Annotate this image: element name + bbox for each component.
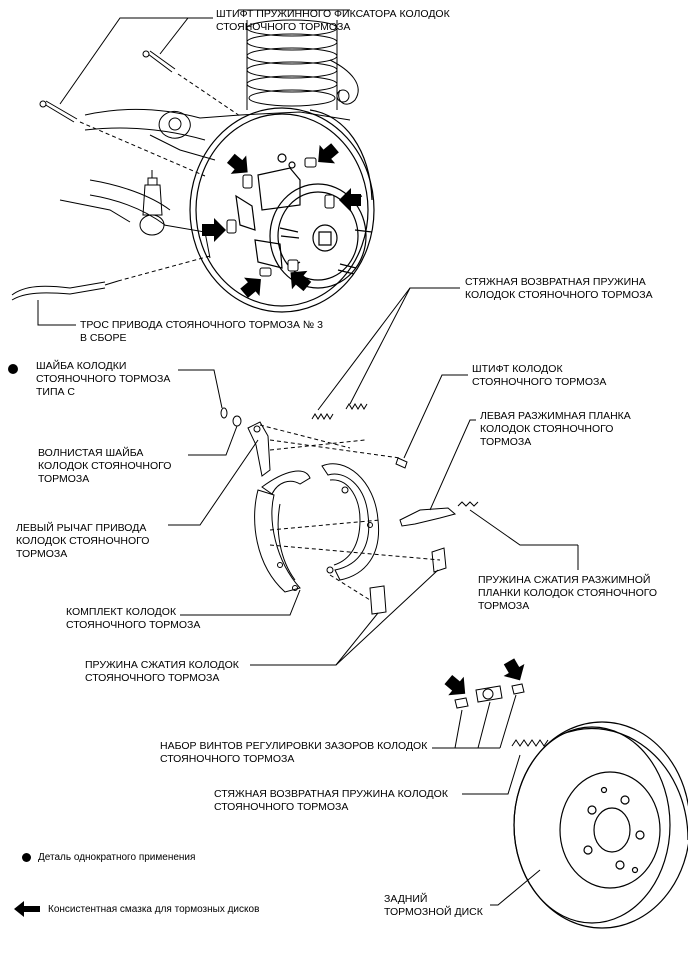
backing-plate <box>189 107 375 313</box>
legend-non-reusable: Деталь однократного применения <box>38 852 196 863</box>
leader-lines <box>37 17 579 906</box>
label-disc: ЗАДНИЙ ТОРМОЗНОЙ ДИСК <box>384 893 483 918</box>
label-wave-washer: ВОЛНИСТАЯ ШАЙБА КОЛОДОК СТОЯНОЧНОГО ТОРМ… <box>38 447 172 485</box>
legend-bullet-icon <box>22 853 31 862</box>
label-cable: ТРОС ПРИВОДА СТОЯНОЧНОГО ТОРМОЗА № 3 В С… <box>80 319 323 344</box>
retainer-pins <box>39 50 241 177</box>
label-shoe-set: КОМПЛЕКТ КОЛОДОК СТОЯНОЧНОГО ТОРМОЗА <box>66 606 201 631</box>
grease-arrows <box>202 143 361 298</box>
adjuster-grease-arrows <box>444 658 525 696</box>
label-adjuster: НАБОР ВИНТОВ РЕГУЛИРОВКИ ЗАЗОРОВ КОЛОДОК… <box>160 740 428 765</box>
brake-disc <box>513 721 688 929</box>
legend-grease: Консистентная смазка для тормозных диско… <box>48 904 260 915</box>
legend-grease-arrow-icon <box>14 901 40 917</box>
adjuster-parts <box>454 683 549 747</box>
label-strut-left: ЛЕВАЯ РАЗЖИМНАЯ ПЛАНКА КОЛОДОК СТОЯНОЧНО… <box>480 410 631 448</box>
non-reusable-bullet-icon <box>8 364 18 374</box>
coil-spring <box>238 9 350 110</box>
label-washer-c: ШАЙБА КОЛОДКИ СТОЯНОЧНОГО ТОРМОЗА ТИПА С <box>36 360 171 398</box>
label-tension-spring-top: СТЯЖНАЯ ВОЗВРАТНАЯ ПРУЖИНА КОЛОДОК СТОЯН… <box>465 276 653 301</box>
spring-clips <box>226 157 335 277</box>
parking-brake-cable <box>11 255 211 301</box>
label-tension-spring-bottom: СТЯЖНАЯ ВОЗВРАТНАЯ ПРУЖИНА КОЛОДОК СТОЯН… <box>214 788 448 813</box>
suspension-assembly <box>59 9 359 259</box>
label-strut-spring: ПРУЖИНА СЖАТИЯ РАЗЖИМНОЙ ПЛАНКИ КОЛОДОК … <box>478 574 658 612</box>
label-lever-left: ЛЕВЫЙ РЫЧАГ ПРИВОДА КОЛОДОК СТОЯНОЧНОГО … <box>16 522 150 560</box>
label-shoe-pin: ШТИФТ КОЛОДОК СТОЯНОЧНОГО ТОРМОЗА <box>472 363 607 388</box>
label-pin-retainer: ШТИФТ ПРУЖИННОГО ФИКСАТОРА КОЛОДОК СТОЯН… <box>216 8 450 33</box>
exploded-parts <box>220 403 479 615</box>
label-hold-spring: ПРУЖИНА СЖАТИЯ КОЛОДОК СТОЯНОЧНОГО ТОРМО… <box>85 659 239 684</box>
